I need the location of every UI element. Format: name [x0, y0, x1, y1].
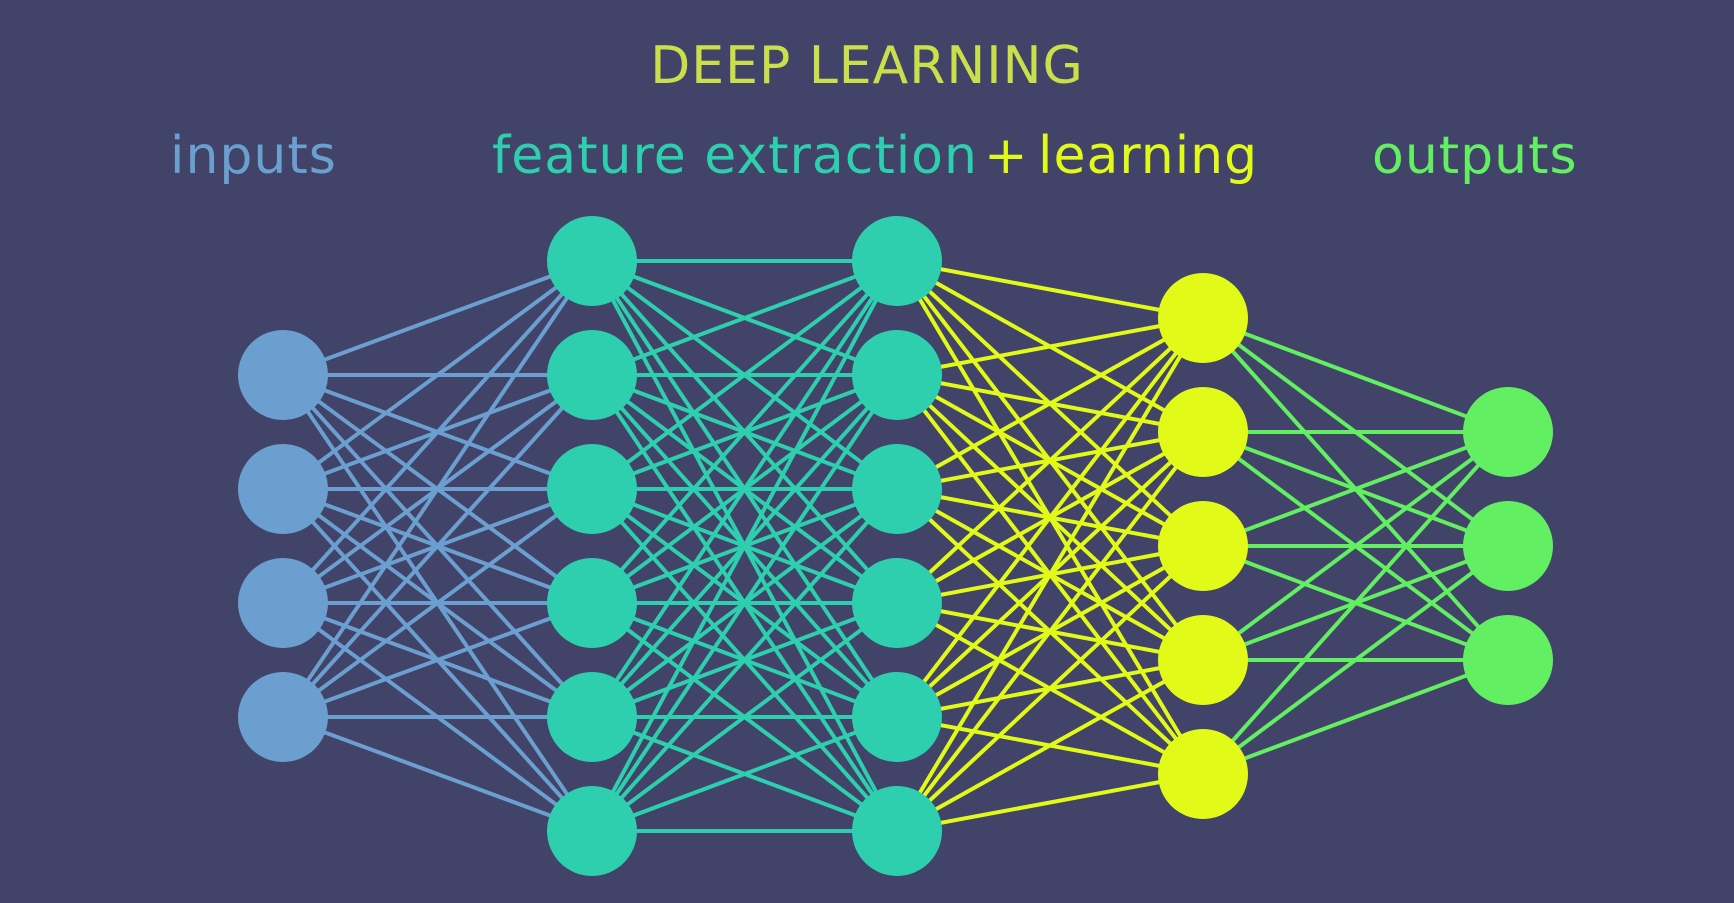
node-hidden-2-1 [852, 330, 942, 420]
node-output-0 [1463, 387, 1553, 477]
node-hidden-3-3 [1158, 615, 1248, 705]
edge-hidden-2-3-to-hidden-3-0 [895, 316, 1205, 605]
edge-input-3-to-hidden-1-3 [282, 601, 593, 719]
edge-input-3-to-hidden-1-0 [281, 259, 594, 719]
edge-hidden-3-0-to-output-0 [1202, 316, 1509, 434]
edge-input-0-to-hidden-1-0 [282, 259, 593, 377]
node-hidden-1-4 [547, 672, 637, 762]
node-hidden-3-2 [1158, 501, 1248, 591]
edge-hidden-3-4-to-output-0 [1201, 430, 1510, 776]
edge-input-3-to-hidden-1-1 [281, 373, 594, 719]
node-input-0 [238, 330, 328, 420]
inputs-label: inputs [170, 126, 337, 186]
edge-hidden-2-5-to-hidden-3-3 [896, 658, 1204, 833]
edge-input-1-to-hidden-1-0 [281, 259, 594, 491]
diagram-title: DEEP LEARNING [650, 36, 1084, 96]
feature-extraction-label: feature extraction [492, 126, 978, 186]
node-hidden-3-0 [1158, 273, 1248, 363]
node-hidden-2-0 [852, 216, 942, 306]
node-input-1 [238, 444, 328, 534]
node-hidden-3-4 [1158, 729, 1248, 819]
node-hidden-2-2 [852, 444, 942, 534]
edge-hidden-2-1-to-hidden-3-0 [896, 316, 1204, 377]
connection-edges [281, 259, 1510, 833]
node-input-3 [238, 672, 328, 762]
edge-hidden-3-4-to-output-1 [1201, 544, 1510, 776]
edge-input-2-to-hidden-1-0 [281, 259, 594, 605]
edge-hidden-3-3-to-output-0 [1201, 430, 1510, 662]
node-hidden-2-4 [852, 672, 942, 762]
edge-hidden-2-5-to-hidden-3-1 [895, 430, 1205, 833]
node-hidden-1-3 [547, 558, 637, 648]
edge-hidden-2-5-to-hidden-3-0 [895, 316, 1205, 833]
outputs-label: outputs [1372, 126, 1578, 186]
edge-hidden-3-2-to-output-0 [1202, 430, 1509, 548]
edge-hidden-1-1-to-hidden-2-0 [591, 259, 898, 377]
edge-hidden-1-5-to-hidden-2-0 [590, 260, 899, 832]
node-output-1 [1463, 501, 1553, 591]
edge-hidden-1-5-to-hidden-2-3 [590, 601, 899, 833]
edge-hidden-2-5-to-hidden-3-2 [895, 544, 1205, 833]
edge-hidden-2-4-to-hidden-3-0 [895, 316, 1205, 719]
edge-hidden-2-0-to-hidden-3-0 [896, 259, 1204, 320]
node-hidden-1-5 [547, 786, 637, 876]
node-hidden-2-3 [852, 558, 942, 648]
edge-hidden-1-4-to-hidden-2-0 [590, 259, 899, 719]
node-hidden-1-0 [547, 216, 637, 306]
learning-label: learning [1038, 126, 1259, 186]
edge-hidden-1-5-to-hidden-2-4 [591, 715, 898, 833]
edge-hidden-1-5-to-hidden-2-2 [590, 487, 899, 833]
edge-hidden-1-5-to-hidden-2-1 [590, 373, 899, 833]
network-nodes [238, 216, 1553, 876]
node-hidden-3-1 [1158, 387, 1248, 477]
edge-hidden-1-3-to-hidden-2-0 [590, 259, 899, 605]
node-hidden-1-1 [547, 330, 637, 420]
edge-hidden-2-5-to-hidden-3-4 [896, 772, 1204, 833]
edge-hidden-1-2-to-hidden-2-0 [590, 259, 899, 491]
node-output-2 [1463, 615, 1553, 705]
edge-hidden-2-2-to-hidden-3-0 [896, 316, 1204, 491]
edge-hidden-3-4-to-output-2 [1202, 658, 1509, 776]
edge-input-3-to-hidden-1-2 [281, 487, 594, 719]
node-input-2 [238, 558, 328, 648]
node-hidden-2-5 [852, 786, 942, 876]
edge-input-3-to-hidden-1-5 [282, 715, 593, 833]
plus-label: + [984, 126, 1029, 186]
node-hidden-1-2 [547, 444, 637, 534]
